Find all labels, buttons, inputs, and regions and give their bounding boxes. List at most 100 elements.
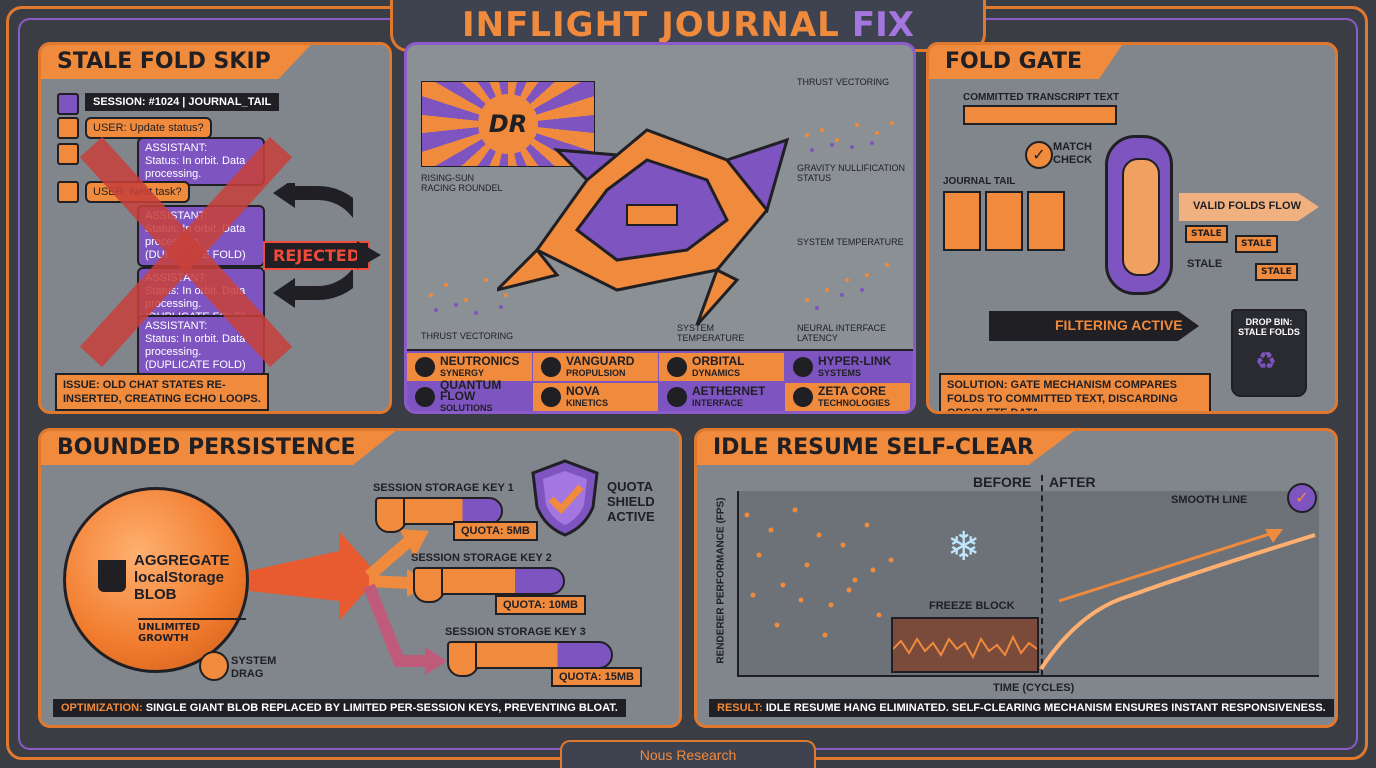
system-drag-label: SYSTEM DRAG	[231, 655, 277, 680]
snowflake-icon: ❄	[947, 524, 981, 570]
filtering-label: FILTERING ACTIVE	[1055, 317, 1183, 333]
y-axis-label: RENDERER PERFORMANCE (FPS)	[715, 497, 727, 664]
sponsor-sub: DYNAMICS	[692, 367, 741, 378]
footer-brand: Nous Research	[639, 747, 737, 763]
stale-label: STALE	[1187, 258, 1223, 270]
sponsor-sub: TECHNOLOGIES	[818, 397, 891, 408]
stale-tag-3: STALE	[1255, 263, 1298, 281]
link-icon	[793, 357, 813, 377]
message-head: ASSISTANT:	[145, 142, 208, 154]
panel-stale-fold-skip: STALE FOLD SKIP SESSION: #1024 | JOURNAL…	[38, 42, 392, 414]
committed-label: COMMITTED TRANSCRIPT TEXT	[963, 92, 1120, 103]
panel-craft: DR THRUST VECTORING GRAVITY NULLIFICATIO…	[404, 42, 916, 414]
solution-note: SOLUTION: GATE MECHANISM COMPARES FOLDS …	[939, 373, 1211, 411]
sponsor-sub: PROPULSION	[566, 367, 626, 378]
loop-arrow-icon	[273, 183, 353, 308]
check-icon: ✓	[1025, 141, 1053, 169]
before-after-divider	[1041, 475, 1043, 675]
session-label: SESSION: #1024 | JOURNAL_TAIL	[85, 93, 280, 111]
sponsor-name: ZETA CORE	[818, 383, 886, 398]
panel-title: IDLE RESUME SELF-CLEAR	[697, 431, 1074, 465]
telemetry-scatter-top	[805, 121, 894, 152]
label-neural: NEURAL INTERFACE LATENCY	[797, 323, 887, 343]
check-badge-icon: ✓	[1287, 483, 1317, 513]
key-1-quota: QUOTA: 5MB	[453, 521, 538, 541]
gate-core	[1122, 158, 1160, 276]
match-check-label: MATCH CHECK	[1053, 141, 1093, 166]
journal-tail-label: JOURNAL TAIL	[943, 176, 1016, 187]
nova-icon	[541, 387, 561, 407]
panel-bounded-persistence: BOUNDED PERSISTENCE AGGREGATE localStora…	[38, 428, 682, 728]
aggregate-blob: AGGREGATE localStorage BLOB UNLIMITED GR…	[63, 487, 249, 673]
z-icon	[793, 387, 813, 407]
result-body: IDLE RESUME HANG ELIMINATED. SELF-CLEARI…	[765, 702, 1326, 714]
sponsor-name: NEUTRONICS	[440, 353, 520, 368]
arrow-right-icon	[357, 241, 381, 269]
label-thrust-top: THRUST VECTORING	[797, 77, 890, 87]
key-1-label: SESSION STORAGE KEY 1	[373, 482, 514, 494]
label-system-temp-right: SYSTEM TEMPERATURE	[797, 237, 904, 247]
result-note: RESULT: IDLE RESUME HANG ELIMINATED. SEL…	[709, 699, 1334, 717]
blob-line: localStorage	[134, 569, 225, 586]
panel-title: BOUNDED PERSISTENCE	[41, 431, 396, 465]
page-title: INFLIGHT JOURNAL	[462, 4, 840, 45]
spacecraft-illustration	[497, 128, 790, 326]
sponsor-name: ORBITAL	[692, 353, 745, 368]
telemetry-scatter-left	[429, 278, 508, 315]
user-icon	[57, 181, 79, 203]
label-gravity: GRAVITY NULLIFICATION STATUS	[797, 163, 906, 183]
journal-doc-2	[985, 191, 1023, 251]
q-icon	[415, 387, 435, 407]
sponsor-sub: KINETICS	[566, 397, 609, 408]
x-axis-label: TIME (CYCLES)	[993, 682, 1075, 694]
panel-fold-gate: FOLD GATE COMMITTED TRANSCRIPT TEXT ✓ MA…	[926, 42, 1338, 414]
sponsor-name: AETHERNET	[692, 383, 766, 398]
rising-sun-roundel: DR	[421, 81, 595, 167]
telemetry-scatter-right	[805, 263, 889, 310]
optimization-body: SINGLE GIANT BLOB REPLACED BY LIMITED PE…	[145, 702, 618, 714]
sponsor-name: NOVA	[566, 383, 600, 398]
key-3-quota: QUOTA: 15MB	[551, 667, 642, 687]
valid-folds-label: VALID FOLDS FLOW	[1193, 200, 1301, 212]
recycle-icon: ♻	[1255, 347, 1277, 375]
journal-doc-1	[943, 191, 981, 251]
drop-bin-label: DROP BIN: STALE FOLDS	[1238, 317, 1300, 337]
blob-sub: UNLIMITED GROWTH	[138, 618, 246, 644]
gate-ring	[1105, 135, 1173, 295]
key-2-label: SESSION STORAGE KEY 2	[411, 552, 552, 564]
label-system-temp-bottom: SYSTEM TEMPERATURE	[677, 323, 745, 343]
key-3-label: SESSION STORAGE KEY 3	[445, 626, 586, 638]
result-head: RESULT:	[717, 702, 763, 714]
blob-line: BLOB	[134, 586, 177, 603]
wing-icon	[541, 357, 561, 377]
page-title-accent: FIX	[851, 4, 914, 45]
key-2-quota: QUOTA: 10MB	[495, 595, 586, 615]
layers-icon	[199, 651, 229, 681]
optimization-head: OPTIMIZATION:	[61, 702, 143, 714]
message-body: Status: In orbit. Data processing.	[145, 333, 246, 358]
filtering-arrow: FILTERING ACTIVE	[989, 311, 1199, 341]
sponsor-sub: SYNERGY	[440, 367, 485, 378]
key-3-bar	[475, 641, 613, 669]
sponsor-sub: SYSTEMS	[818, 367, 862, 378]
planet-icon	[667, 357, 687, 377]
before-scatter	[744, 507, 894, 638]
sponsor-sub: INTERFACE	[692, 397, 744, 408]
freeze-block	[891, 617, 1039, 673]
swirl-icon	[415, 357, 435, 377]
triangle-icon	[667, 387, 687, 407]
